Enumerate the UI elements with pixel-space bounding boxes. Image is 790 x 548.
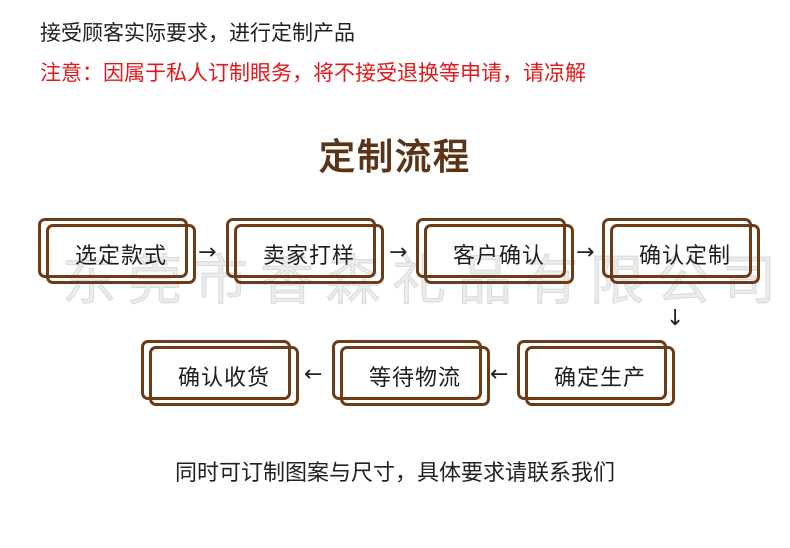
step-frame-front <box>234 224 384 284</box>
step-label: 确定生产 <box>553 366 646 391</box>
notice-text: 注意：因属于私人订制眼务，将不接受退换等申请，请凉解 <box>40 60 586 86</box>
step-select-style: 选定款式 <box>38 218 196 284</box>
step-confirm-production: 确定生产 <box>517 340 675 406</box>
step-confirm-custom: 确认定制 <box>602 218 760 284</box>
step-label: 等待物流 <box>368 366 461 391</box>
arrow-left-icon: ← <box>490 362 509 387</box>
step-frame-back <box>602 218 752 278</box>
step-label: 确认定制 <box>638 244 731 269</box>
step-label: 选定款式 <box>74 244 167 269</box>
step-frame-front <box>424 224 574 284</box>
arrow-right-icon: → <box>389 240 408 265</box>
step-frame-back <box>141 340 291 400</box>
step-frame-front <box>149 346 299 406</box>
notice-label: 注意： <box>40 61 103 85</box>
step-seller-sample: 卖家打样 <box>226 218 384 284</box>
step-frame-back <box>332 340 482 400</box>
notice-body: 因属于私人订制眼务，将不接受退换等申请，请凉解 <box>103 61 586 85</box>
intro-text: 接受顾客实际要求，进行定制产品 <box>40 21 355 45</box>
arrow-left-icon: ← <box>304 362 323 387</box>
step-label: 确认收货 <box>177 366 270 391</box>
footer-text: 同时可订制图案与尺寸，具体要求请联系我们 <box>174 461 615 486</box>
arrow-down-icon: ↓ <box>666 306 685 331</box>
step-frame-front <box>525 346 675 406</box>
step-confirm-receipt: 确认收货 <box>141 340 299 406</box>
step-frame-back <box>38 218 188 278</box>
step-label: 客户确认 <box>452 244 545 269</box>
step-frame-front <box>610 224 760 284</box>
step-customer-confirm: 客户确认 <box>416 218 574 284</box>
step-frame-front <box>46 224 196 284</box>
arrow-right-icon: → <box>198 240 217 265</box>
step-await-shipping: 等待物流 <box>332 340 490 406</box>
arrow-right-icon: → <box>576 240 595 265</box>
page-title: 定制流程 <box>318 137 471 178</box>
step-frame-back <box>416 218 566 278</box>
step-label: 卖家打样 <box>262 244 355 269</box>
step-frame-front <box>340 346 490 406</box>
step-frame-back <box>517 340 667 400</box>
step-frame-back <box>226 218 376 278</box>
